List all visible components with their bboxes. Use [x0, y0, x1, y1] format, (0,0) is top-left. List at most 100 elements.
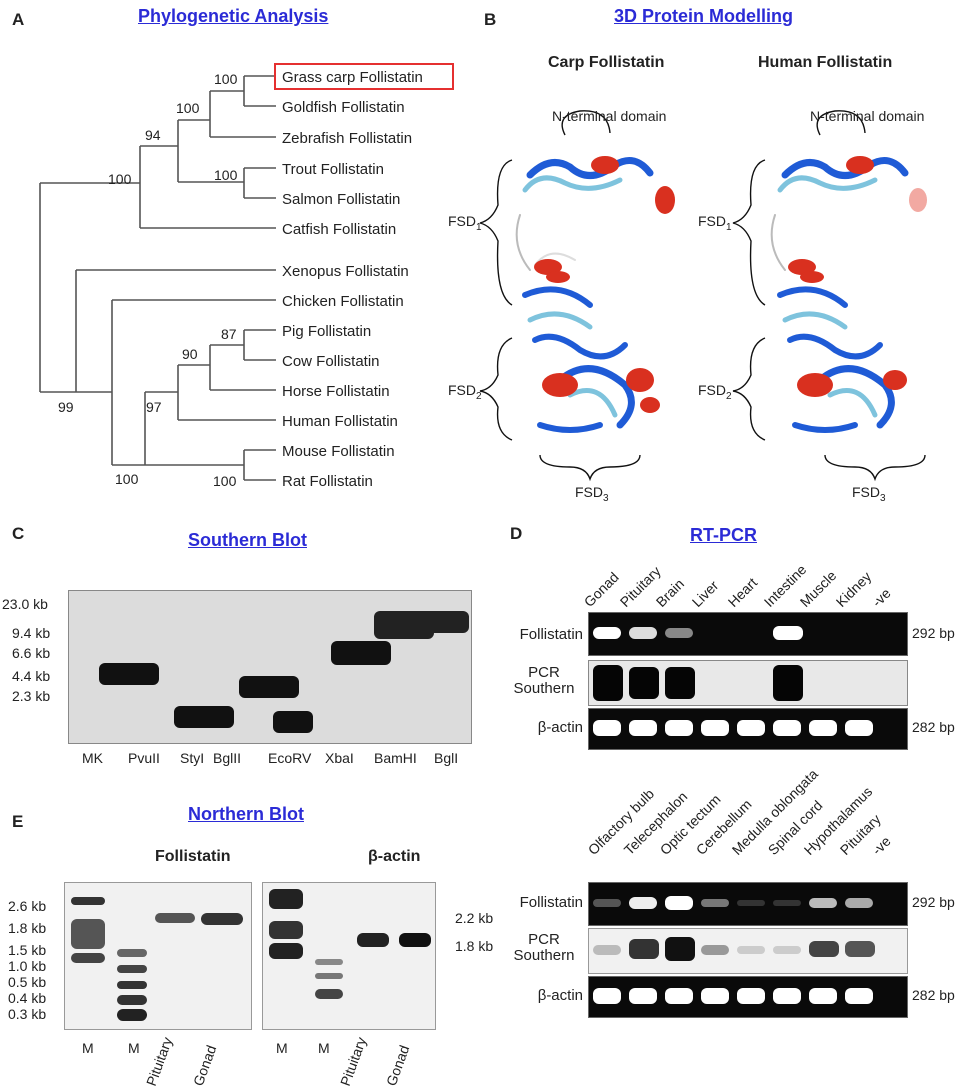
- band: [665, 628, 693, 638]
- bootstrap-value: 90: [182, 346, 198, 362]
- band: [737, 946, 765, 954]
- lane-label: Liver: [688, 577, 722, 610]
- northern-follistatin-title: Follistatin: [155, 848, 231, 865]
- band: [773, 626, 803, 640]
- band: [269, 921, 303, 939]
- size-marker: 23.0 kb: [2, 596, 48, 612]
- lane-label: Gonad: [382, 1043, 413, 1088]
- band: [71, 897, 105, 905]
- row-label-follistatin: Follistatin: [519, 894, 583, 911]
- band: [701, 988, 729, 1004]
- lane-label: M: [128, 1040, 140, 1056]
- size-marker: 1.0 kb: [8, 958, 47, 974]
- band: [315, 973, 343, 979]
- taxon-label: Human Follistatin: [282, 413, 398, 430]
- band: [773, 720, 801, 736]
- lane-label: BamHI: [374, 750, 417, 766]
- panel-e-title: Northern Blot: [188, 804, 304, 824]
- fsd3-label: FSD3: [852, 484, 886, 504]
- size-marker: 0.4 kb: [8, 990, 47, 1006]
- taxon-label: Grass carp Follistatin: [282, 69, 423, 86]
- band: [665, 988, 693, 1004]
- blot-pcr-southern-bottom: [588, 928, 908, 974]
- band: [737, 988, 765, 1004]
- carp-protein-model: N-terminal domain FSD1 FSD2 FSD3: [448, 108, 675, 504]
- n-terminal-brace: [816, 110, 866, 136]
- band: [629, 988, 657, 1004]
- band: [269, 943, 303, 959]
- taxon-label: Trout Follistatin: [282, 161, 384, 178]
- lane-label: BglI: [434, 750, 459, 766]
- fsd2-brace: [732, 337, 766, 441]
- size-marker: 6.6 kb: [12, 645, 51, 661]
- band: [239, 676, 299, 698]
- fsd1-brace: [732, 159, 766, 306]
- size-282bp: 282 bp: [912, 987, 955, 1003]
- lane-label: M: [318, 1040, 330, 1056]
- band: [117, 965, 147, 973]
- lane-label: M: [82, 1040, 94, 1056]
- bootstrap-value: 97: [146, 399, 162, 415]
- lane-label: EcoRV: [268, 750, 312, 766]
- lane-label: BglII: [213, 750, 242, 766]
- band: [593, 720, 621, 736]
- band: [701, 899, 729, 907]
- taxon-label: Rat Follistatin: [282, 473, 373, 490]
- size-marker: 4.4 kb: [12, 668, 51, 684]
- size-marker: 9.4 kb: [12, 625, 51, 641]
- band: [315, 959, 343, 965]
- phylogenetic-tree: Grass carp Follistatin Goldfish Follista…: [39, 63, 454, 490]
- taxon-label: Pig Follistatin: [282, 323, 371, 340]
- band: [593, 627, 621, 639]
- band: [737, 720, 765, 736]
- lane-label: Gonad: [189, 1043, 220, 1088]
- human-follistatin-title: Human Follistatin: [758, 54, 893, 71]
- lane-label: -ve: [868, 584, 894, 610]
- band: [399, 933, 431, 947]
- southern-blot-membrane: [68, 590, 472, 744]
- panel-e-label: E: [12, 812, 24, 831]
- lane-label: Heart: [724, 574, 761, 610]
- n-terminal-label: N-terminal domain: [810, 108, 924, 124]
- size-marker: 2.2 kb: [455, 910, 494, 926]
- band: [665, 937, 695, 961]
- panel-c-title: Southern Blot: [188, 530, 307, 550]
- band: [593, 899, 621, 907]
- row-label-southern: Southern: [513, 680, 575, 697]
- panel-b-label: B: [484, 10, 497, 29]
- band: [629, 627, 657, 639]
- lane-label: Kidney: [832, 568, 875, 610]
- band: [269, 889, 303, 909]
- band: [593, 988, 621, 1004]
- protein-models: N-terminal domain FSD1 FSD2 FSD3: [448, 108, 927, 504]
- fsd1-label: FSD1: [448, 213, 482, 233]
- panel-d-title: RT-PCR: [690, 525, 757, 545]
- carp-follistatin-title: Carp Follistatin: [548, 54, 665, 71]
- carp-helices: [534, 156, 675, 413]
- band: [665, 667, 695, 699]
- band: [71, 953, 105, 963]
- band: [99, 663, 159, 685]
- row-label-pcr: PCR: [528, 664, 560, 681]
- size-282bp: 282 bp: [912, 719, 955, 735]
- lane-label: XbaI: [325, 750, 354, 766]
- band: [71, 919, 105, 949]
- size-marker: 0.3 kb: [8, 1006, 47, 1022]
- bootstrap-value: 100: [214, 71, 238, 87]
- size-marker: 2.6 kb: [8, 898, 47, 914]
- band: [773, 988, 801, 1004]
- row-label-southern: Southern: [513, 947, 575, 964]
- taxon-label: Goldfish Follistatin: [282, 99, 405, 116]
- lane-label: Pituitary: [142, 1034, 176, 1088]
- band: [845, 720, 873, 736]
- bootstrap-value: 94: [145, 127, 161, 143]
- band: [117, 995, 147, 1005]
- bootstrap-value: 100: [214, 167, 238, 183]
- band: [117, 1009, 147, 1021]
- bootstrap-value: 100: [115, 471, 139, 487]
- size-marker: 2.3 kb: [12, 688, 51, 704]
- gel-actin-bottom: [588, 976, 908, 1018]
- northern-follistatin-membrane: [64, 882, 252, 1030]
- gel-actin-top: [588, 708, 908, 750]
- band: [331, 641, 391, 665]
